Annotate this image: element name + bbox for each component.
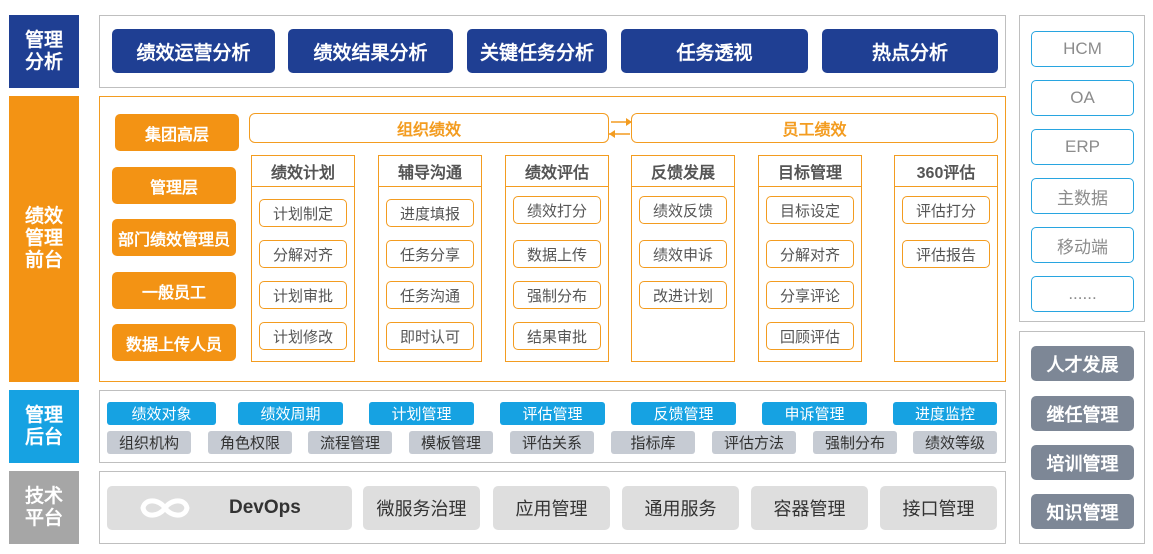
btn-task-perspective[interactable]: 任务透视 <box>621 29 808 73</box>
talent-development[interactable]: 人才发展 <box>1031 346 1134 381</box>
role-general-employee[interactable]: 一般员工 <box>112 272 236 309</box>
analysis-band <box>99 15 1006 88</box>
talent-succession[interactable]: 继任管理 <box>1031 396 1134 431</box>
item-data-upload[interactable]: 数据上传 <box>513 240 601 268</box>
item-forced-distribution[interactable]: 强制分布 <box>513 281 601 309</box>
item-task-share[interactable]: 任务分享 <box>386 240 474 268</box>
backend-band <box>99 390 1006 463</box>
item-progress-report[interactable]: 进度填报 <box>386 199 474 227</box>
infinity-logo-icon <box>140 498 190 518</box>
sys-more[interactable]: ...... <box>1031 276 1134 312</box>
item-objective-setting[interactable]: 目标设定 <box>766 196 854 224</box>
devops-label: DevOps <box>229 497 301 518</box>
talent-panel <box>1019 331 1145 544</box>
item-plan-approve[interactable]: 计划审批 <box>259 281 347 309</box>
item-plan-create[interactable]: 计划制定 <box>259 199 347 227</box>
tech-band <box>99 471 1006 544</box>
tag-eval-management[interactable]: 评估管理 <box>500 402 605 425</box>
item-instant-recognition[interactable]: 即时认可 <box>386 322 474 350</box>
tech-container-management[interactable]: 容器管理 <box>751 486 868 530</box>
item-improvement-plan[interactable]: 改进计划 <box>639 281 727 309</box>
tag-forced-distribution[interactable]: 强制分布 <box>813 431 897 454</box>
sys-hcm[interactable]: HCM <box>1031 31 1134 67</box>
tag-role-permission[interactable]: 角色权限 <box>208 431 292 454</box>
label-management-analysis: 管理 分析 <box>9 15 79 88</box>
item-plan-align[interactable]: 分解对齐 <box>259 240 347 268</box>
label-tech-platform: 技术 平台 <box>9 471 79 544</box>
bidirectional-arrow-icon <box>609 118 632 138</box>
talent-knowledge[interactable]: 知识管理 <box>1031 494 1134 529</box>
tech-devops[interactable]: DevOps <box>107 486 352 530</box>
tag-perf-object[interactable]: 绩效对象 <box>107 402 216 425</box>
role-management[interactable]: 管理层 <box>112 167 236 204</box>
tech-interface-management[interactable]: 接口管理 <box>880 486 997 530</box>
tag-perf-grade[interactable]: 绩效等级 <box>913 431 997 454</box>
tag-appeal-management[interactable]: 申诉管理 <box>762 402 867 425</box>
label-performance-frontend: 绩效 管理 前台 <box>9 96 79 382</box>
sys-oa[interactable]: OA <box>1031 80 1134 116</box>
module-title: 目标管理 <box>759 156 861 187</box>
role-dept-admin[interactable]: 部门绩效管理员 <box>112 219 236 256</box>
btn-performance-operations[interactable]: 绩效运营分析 <box>112 29 275 73</box>
item-task-communicate[interactable]: 任务沟通 <box>386 281 474 309</box>
module-title: 360评估 <box>895 156 997 187</box>
item-review-evaluate[interactable]: 回顾评估 <box>766 322 854 350</box>
tech-common-service[interactable]: 通用服务 <box>622 486 739 530</box>
tag-template[interactable]: 模板管理 <box>409 431 493 454</box>
tag-progress-monitor[interactable]: 进度监控 <box>893 402 997 425</box>
systems-panel <box>1019 15 1145 322</box>
tag-org-structure[interactable]: 组织机构 <box>107 431 191 454</box>
sys-mobile[interactable]: 移动端 <box>1031 227 1134 263</box>
item-result-approve[interactable]: 结果审批 <box>513 322 601 350</box>
label-management-backend: 管理 后台 <box>9 390 79 463</box>
item-perf-scoring[interactable]: 绩效打分 <box>513 196 601 224</box>
banner-employee-performance: 员工绩效 <box>631 113 998 143</box>
btn-performance-results[interactable]: 绩效结果分析 <box>288 29 453 73</box>
module-title: 绩效计划 <box>252 156 354 187</box>
talent-training[interactable]: 培训管理 <box>1031 445 1134 480</box>
item-360-scoring[interactable]: 评估打分 <box>902 196 990 224</box>
sys-erp[interactable]: ERP <box>1031 129 1134 165</box>
tag-perf-cycle[interactable]: 绩效周期 <box>238 402 343 425</box>
sys-master-data[interactable]: 主数据 <box>1031 178 1134 214</box>
module-title: 绩效评估 <box>506 156 608 187</box>
btn-key-tasks[interactable]: 关键任务分析 <box>467 29 607 73</box>
tag-feedback-management[interactable]: 反馈管理 <box>631 402 736 425</box>
tag-eval-method[interactable]: 评估方法 <box>712 431 796 454</box>
tech-microservice[interactable]: 微服务治理 <box>363 486 480 530</box>
frontend-band <box>99 96 1006 382</box>
role-data-uploader[interactable]: 数据上传人员 <box>112 324 236 361</box>
module-title: 反馈发展 <box>632 156 734 187</box>
module-title: 辅导沟通 <box>379 156 481 187</box>
tag-eval-relation[interactable]: 评估关系 <box>510 431 594 454</box>
banner-org-performance: 组织绩效 <box>249 113 609 143</box>
btn-hotspot[interactable]: 热点分析 <box>822 29 998 73</box>
role-group-executives[interactable]: 集团高层 <box>115 114 239 151</box>
item-perf-appeal[interactable]: 绩效申诉 <box>639 240 727 268</box>
tag-workflow[interactable]: 流程管理 <box>308 431 392 454</box>
item-perf-feedback[interactable]: 绩效反馈 <box>639 196 727 224</box>
item-360-report[interactable]: 评估报告 <box>902 240 990 268</box>
tech-app-management[interactable]: 应用管理 <box>493 486 610 530</box>
item-objective-align[interactable]: 分解对齐 <box>766 240 854 268</box>
tag-indicator-library[interactable]: 指标库 <box>611 431 695 454</box>
item-share-comment[interactable]: 分享评论 <box>766 281 854 309</box>
tag-plan-management[interactable]: 计划管理 <box>369 402 474 425</box>
item-plan-modify[interactable]: 计划修改 <box>259 322 347 350</box>
